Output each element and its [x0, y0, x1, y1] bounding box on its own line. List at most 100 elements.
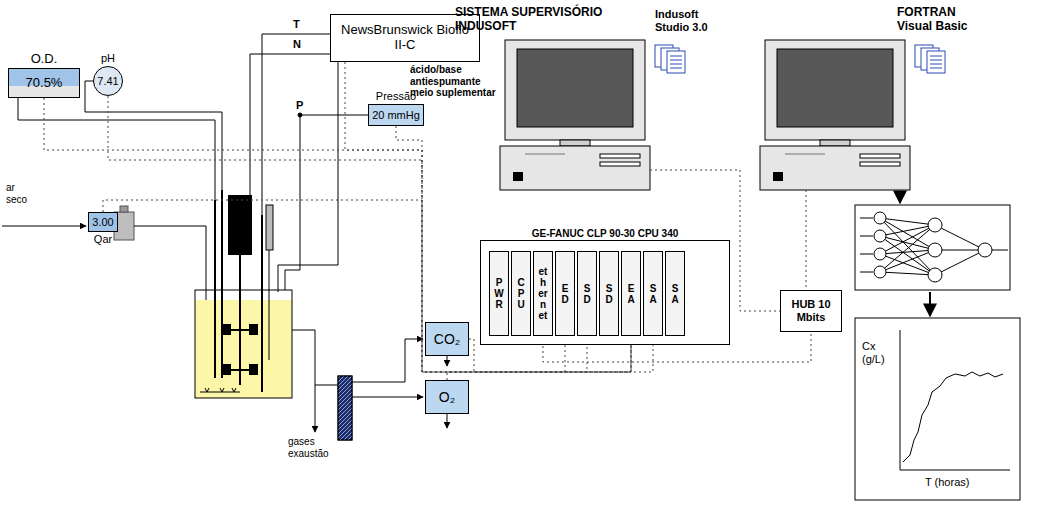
bioreactor-vessel [239, 255, 241, 385]
node-text: PWR [494, 277, 504, 310]
signal-label: P [296, 99, 303, 112]
computer-workstation [500, 40, 650, 190]
neural-network [855, 192, 1010, 316]
node-text: CPU [516, 277, 526, 310]
neural-network [880, 218, 1008, 275]
exhaust-line [447, 356, 448, 366]
node-text: 3.00 [92, 216, 113, 229]
neural-network [874, 248, 886, 260]
node-text: ED [560, 283, 570, 305]
neural-network [929, 292, 931, 316]
air-line [120, 206, 128, 212]
do-display: O.D.70.5% [8, 68, 80, 98]
node-text: EA [626, 283, 636, 305]
plc-module: SD [577, 251, 597, 336]
bioreactor-vessel [269, 250, 270, 360]
computer-workstation [760, 40, 910, 190]
node-text: ethernet [538, 266, 548, 321]
air-line [2, 206, 206, 390]
node-text: HUB 10 Mbits [784, 298, 838, 323]
outlet-label: gases exaustão [288, 436, 348, 459]
neural-network [874, 230, 886, 242]
ph-gauge: pH7.41 [93, 66, 123, 96]
neural-network [928, 243, 942, 257]
signal-label: T [293, 18, 300, 31]
node-text: CO₂ [434, 331, 460, 347]
network-cable [806, 190, 807, 290]
instrument-wiring [250, 54, 330, 195]
instrument-wiring [298, 113, 302, 117]
node-heading: pH [101, 52, 115, 65]
gas-analyzer: O₂ [425, 380, 469, 414]
instrument-wiring [85, 81, 222, 190]
instrument-wiring [278, 62, 338, 292]
neural-network [928, 268, 942, 282]
axis-label: T (horas) [925, 476, 969, 489]
feed-label: ácido/base antiespumante meio suplementa… [410, 64, 502, 99]
exhaust-line [338, 376, 352, 440]
axis-label: Cx (g/L) [862, 340, 896, 365]
bioreactor-vessel [195, 190, 292, 398]
node-text: O₂ [439, 389, 455, 405]
computer-workstation [655, 45, 685, 73]
node-text: SD [582, 283, 592, 305]
biomass-chart [903, 372, 1003, 462]
plc-module: SA [665, 251, 685, 336]
instrument-wiring [262, 34, 330, 215]
node-text: 70.5% [26, 76, 63, 91]
node-text: SD [604, 283, 614, 305]
signal-label: N [293, 38, 301, 51]
exhaust-line [352, 397, 423, 398]
neural-network [978, 243, 992, 257]
bioreactor-vessel [222, 364, 231, 375]
software-label: FORTRAN Visual Basic [897, 6, 981, 34]
exhaust-line [447, 414, 448, 428]
bioreactor-vessel [249, 364, 258, 375]
biomass-chart [855, 318, 1020, 500]
pressure-display: Pressão20 mmHg [368, 104, 424, 126]
node-heading: O.D. [31, 52, 58, 67]
plc-module: CPU [511, 251, 531, 336]
node-text: SA [670, 283, 680, 305]
computer-workstation [915, 45, 945, 73]
exhaust-line [315, 385, 316, 432]
bioreactor-vessel [195, 290, 292, 398]
gas-analyzer: CO₂ [425, 322, 469, 356]
software-label: SISTEMA SUPERVISÓRIO INDUSOFT [455, 6, 623, 34]
node-text: NewsBrunswick Bioflo II-C [335, 23, 475, 53]
network-hub: HUB 10 Mbits [780, 290, 842, 332]
plc-module: SA [643, 251, 663, 336]
inlet-label: ar seco [6, 182, 38, 205]
signal-connector [103, 200, 653, 372]
bioreactor-vessel [249, 324, 258, 335]
computer-workstation [500, 40, 945, 190]
software-label: Indusoft Studio 3.0 [655, 8, 733, 33]
bioreactor-vessel [200, 388, 240, 392]
node-text: SA [648, 283, 658, 305]
neural-network [899, 192, 901, 203]
exhaust-line [292, 330, 447, 440]
plc-module: ethernet [533, 251, 553, 336]
bioreactor-vessel [195, 300, 292, 398]
bioreactor-vessel [228, 195, 252, 255]
node-heading: Qar [94, 233, 112, 246]
bioreactor-vessel [214, 200, 216, 378]
instrument-wiring [18, 98, 215, 200]
neural-network [874, 212, 886, 224]
neural-network [855, 205, 1010, 290]
air-line [2, 226, 86, 227]
neural-network [874, 266, 886, 278]
node-heading: GE-FANUC CLP 90-30 CPU 340 [530, 228, 680, 240]
neural-network [860, 218, 873, 272]
flowmeter-display: 3.00Qar [88, 212, 118, 232]
plc-module: SD [599, 251, 619, 336]
bioreactor-vessel [261, 215, 263, 392]
biomass-chart [855, 318, 1020, 500]
biomass-chart [900, 330, 1010, 470]
instrument-wiring [285, 115, 368, 290]
node-text: 20 mmHg [372, 109, 420, 122]
plc-module: ED [555, 251, 575, 336]
plc-module: EA [621, 251, 641, 336]
bioreactor-vessel [222, 324, 231, 335]
